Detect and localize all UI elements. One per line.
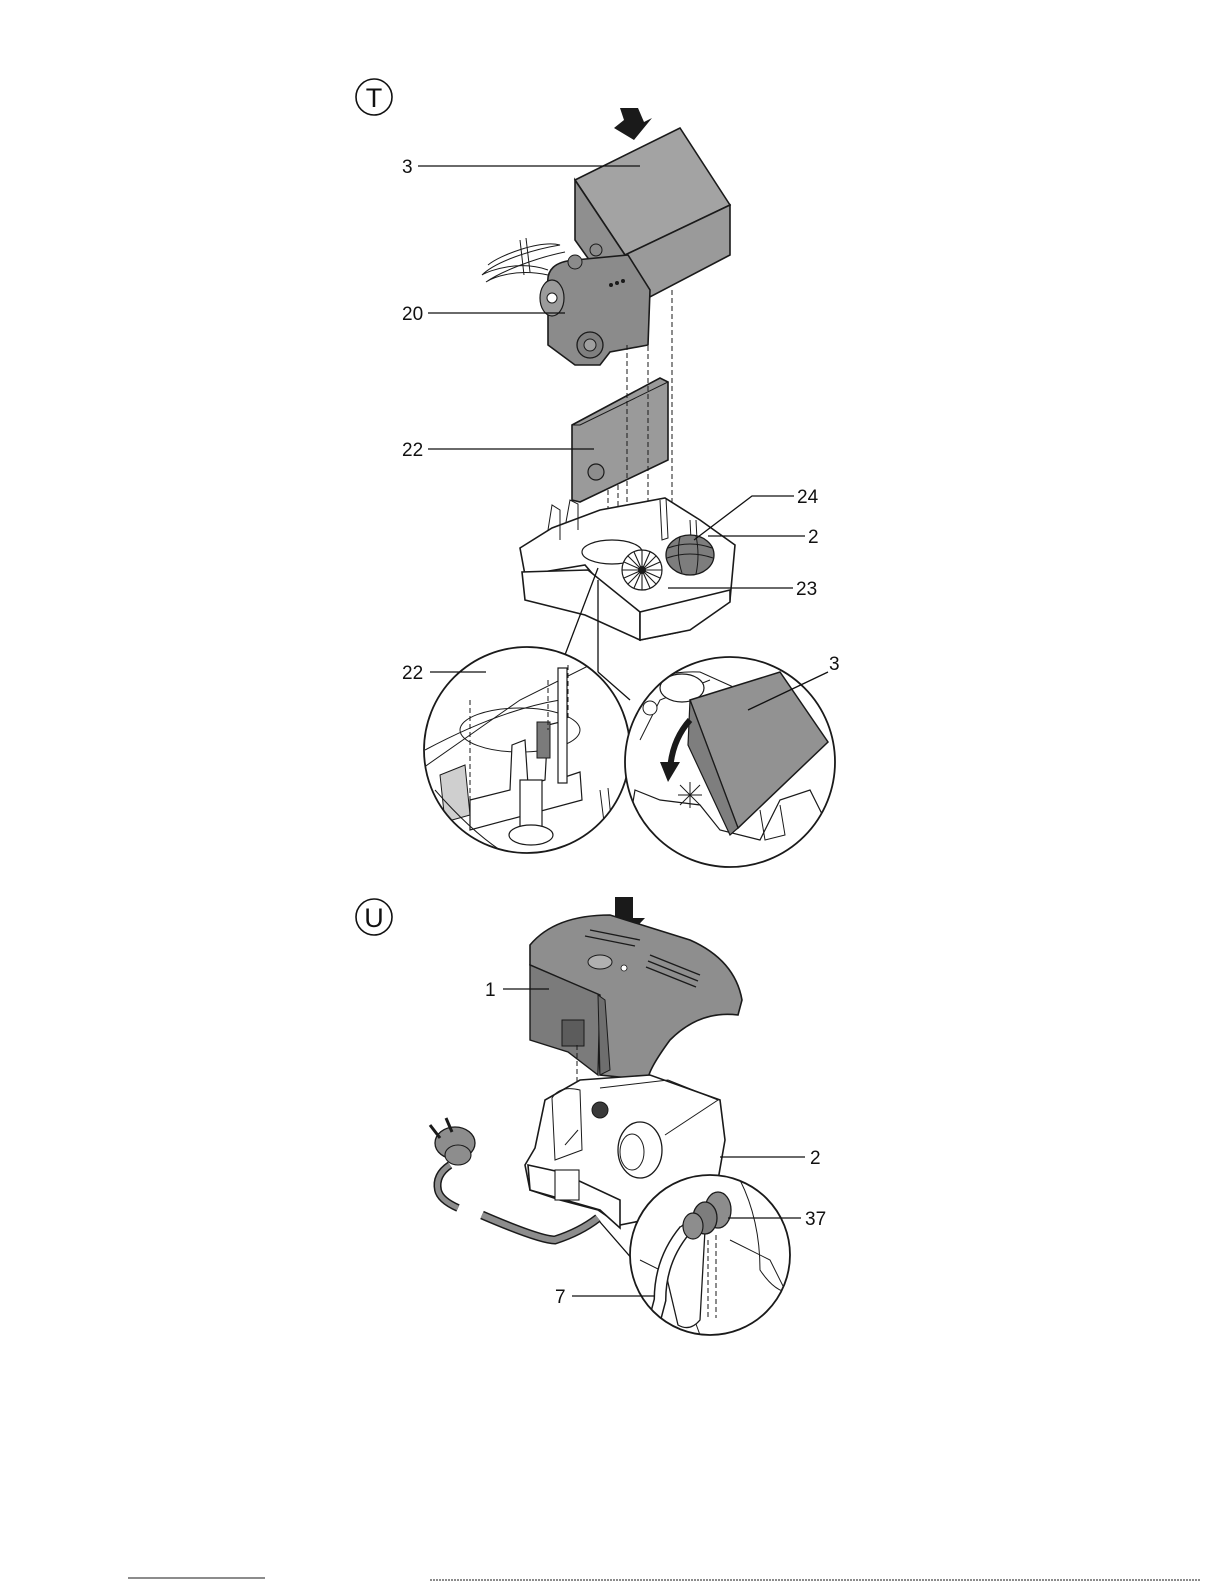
step-u-marker: U — [356, 899, 392, 935]
step-u-letter: U — [364, 903, 384, 933]
detail-right-circle — [620, 655, 840, 880]
press-down-arrow-icon — [614, 108, 652, 140]
bristle-brush — [622, 550, 662, 590]
power-cable — [482, 1215, 598, 1240]
label-detail-left: 22 — [402, 663, 423, 684]
step-t-marker: T — [356, 79, 392, 115]
label-detail-right: 3 — [829, 654, 840, 675]
label-filter-plate: 22 — [402, 440, 423, 461]
step-u: U — [356, 897, 826, 1338]
label-cable: 7 — [555, 1287, 566, 1308]
detail-left-circle — [420, 645, 640, 860]
label-housing-base-t: 2 — [808, 527, 819, 548]
power-plug — [430, 1118, 475, 1208]
sponge-ball — [666, 535, 714, 575]
label-filter-block: 3 — [402, 157, 413, 178]
label-grommet: 37 — [805, 1209, 826, 1230]
step-t-letter: T — [366, 83, 383, 113]
label-pump-unit: 20 — [402, 304, 423, 325]
label-sponge-ball: 24 — [797, 487, 819, 508]
top-cover — [530, 915, 742, 1080]
pump-unit — [482, 238, 650, 365]
label-cover: 1 — [485, 980, 496, 1001]
step-t: T — [356, 79, 840, 880]
label-bristle-brush: 23 — [796, 579, 817, 600]
detail-u-circle — [628, 1173, 800, 1338]
filter-plate — [572, 378, 668, 502]
label-housing-base-u: 2 — [810, 1148, 821, 1169]
footer-rule — [128, 1578, 1200, 1580]
